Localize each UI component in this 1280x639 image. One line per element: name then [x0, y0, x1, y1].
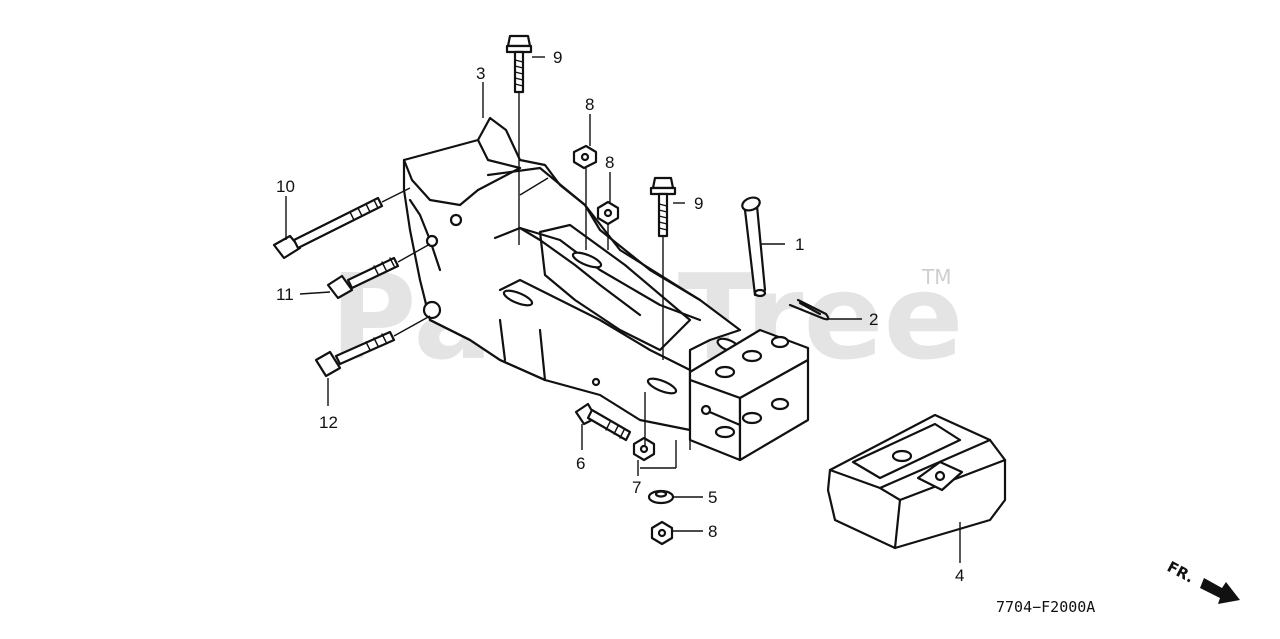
hitch-bracket — [688, 328, 810, 462]
callout-8-bottom: 8 — [708, 522, 717, 541]
bolt-part-9-top — [505, 34, 533, 245]
nut-part-8-bottom — [650, 520, 674, 546]
callout-2: 2 — [869, 310, 878, 329]
callout-9-top: 9 — [553, 48, 562, 67]
bolt-part-12 — [314, 315, 431, 378]
callout-11: 11 — [276, 285, 294, 304]
callout-8-top: 8 — [585, 95, 594, 114]
bolt-part-10 — [272, 187, 411, 260]
assembly-leaders — [519, 168, 691, 469]
watermark-trademark: TM — [921, 265, 951, 289]
callout-leaders — [285, 56, 961, 563]
cover-part-4 — [826, 413, 1007, 550]
frame-part-3 — [402, 116, 742, 432]
front-arrow-icon — [1200, 578, 1240, 604]
callout-12: 12 — [319, 413, 338, 432]
nut-part-7 — [632, 436, 656, 462]
callout-8-middle: 8 — [605, 153, 614, 172]
bolt-part-9-middle — [649, 176, 677, 360]
washer-part-5 — [647, 489, 675, 505]
pin-part-1 — [741, 196, 767, 298]
nut-part-8-top — [572, 144, 598, 170]
figure-code: 7704−F2000A — [996, 598, 1095, 616]
callout-1: 1 — [795, 235, 804, 254]
callout-7: 7 — [632, 478, 641, 497]
bolt-part-11 — [326, 243, 431, 300]
callout-3: 3 — [476, 64, 485, 83]
callout-9-middle: 9 — [694, 194, 703, 213]
callout-4: 4 — [955, 566, 964, 585]
callout-5: 5 — [708, 488, 717, 507]
callout-6: 6 — [576, 454, 585, 473]
callout-10: 10 — [276, 177, 295, 196]
front-direction-indicator: FR. — [1164, 558, 1240, 604]
nut-part-8-middle — [596, 200, 620, 226]
front-direction-label: FR. — [1164, 558, 1197, 587]
bolt-part-6 — [574, 402, 632, 442]
